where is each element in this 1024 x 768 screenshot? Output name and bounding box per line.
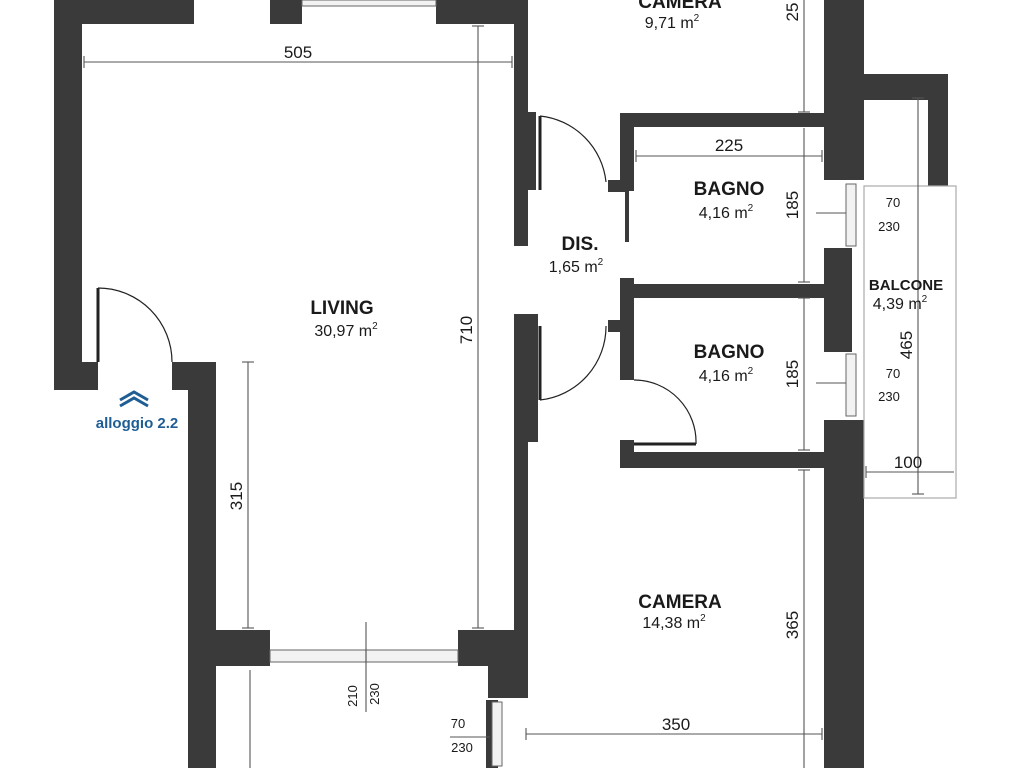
dim-window-camera-w: 70 — [451, 716, 465, 731]
wall-dis-jamb-2 — [514, 314, 538, 442]
dim-camera-bottom-depth: 365 — [783, 611, 802, 639]
door-living-dis[interactable] — [538, 115, 607, 190]
door-camera-dis[interactable] — [538, 325, 607, 401]
wall-balcony-east — [928, 74, 948, 186]
room-bagno-2-name: BAGNO — [694, 342, 765, 363]
wall-bagno-1-door-jamb — [608, 180, 626, 192]
dim-balcone-depth: 100 — [894, 453, 922, 472]
wall-south-right — [458, 630, 528, 666]
wall-north-2 — [270, 0, 302, 24]
wall-north-3 — [436, 0, 528, 24]
wall-living-east-upper — [514, 0, 528, 112]
dim-living-depth: 710 — [457, 316, 476, 344]
room-camera-top-name: CAMERA — [638, 0, 722, 13]
dim-window-bagno-1-h: 230 — [878, 219, 900, 234]
wall-bagno-1-west — [620, 113, 634, 191]
wall-south-left — [216, 630, 270, 666]
room-camera-bottom-area: 14,38 m2 — [642, 613, 706, 632]
wall-east-mid — [824, 248, 852, 352]
window-bagno-1 — [845, 183, 857, 247]
dim-camera-bottom-width: 350 — [662, 715, 690, 734]
wall-entry-stub — [54, 362, 98, 390]
dim-window-living-w: 210 — [345, 685, 360, 707]
room-balcone-area: 4,39 m2 — [873, 294, 928, 313]
wall-dis-jamb-1 — [514, 112, 536, 190]
wall-bagno-1-stub — [625, 190, 629, 242]
room-living-name: LIVING — [310, 298, 373, 319]
room-camera-bottom-name: CAMERA — [638, 592, 722, 613]
window-living-bottom — [269, 649, 459, 663]
dim-bagno-width: 225 — [715, 136, 743, 155]
dim-window-bagno-2-w: 70 — [886, 366, 900, 381]
dim-window-living-h: 230 — [367, 683, 382, 705]
door-entry[interactable] — [96, 287, 173, 363]
dimension-labels: 505 710 315 25 225 185 185 465 100 365 3… — [227, 3, 922, 755]
window-living-top — [301, 0, 437, 7]
brand-logo: alloggio 2.2 — [96, 390, 179, 432]
wall-north-1 — [54, 0, 194, 24]
wall-bagno-1-north — [620, 113, 826, 127]
room-dis: DIS. 1,65 m2 — [549, 234, 604, 276]
room-living-area: 30,97 m2 — [314, 321, 378, 340]
wall-living-west — [54, 0, 82, 390]
room-bagno-2-area: 4,16 m2 — [699, 366, 754, 385]
dim-living-width: 505 — [284, 43, 312, 62]
brand-label: alloggio 2.2 — [96, 415, 179, 432]
room-camera-bottom: CAMERA 14,38 m2 — [638, 592, 722, 632]
wall-dis-pier — [514, 190, 528, 246]
window-camera-bottom — [491, 701, 503, 767]
dim-window-bagno-2-h: 230 — [878, 389, 900, 404]
wall-bagno-divider — [620, 284, 826, 298]
dim-balcone-length: 465 — [897, 331, 916, 359]
wall-east-lower — [824, 420, 864, 768]
room-bagno-2: BAGNO 4,16 m2 — [694, 342, 765, 385]
room-bagno-1-name: BAGNO — [694, 179, 765, 200]
wall-living-west-lower — [188, 362, 216, 768]
dim-window-bagno-1-w: 70 — [886, 195, 900, 210]
room-dis-area: 1,65 m2 — [549, 257, 604, 276]
wall-east-top-ext — [848, 0, 864, 100]
room-camera-top-area: 9,71 m2 — [645, 13, 700, 32]
dimension-lines — [83, 0, 954, 768]
wall-south-stub — [488, 666, 528, 698]
dim-bagno-1-depth: 185 — [783, 191, 802, 219]
room-balcone: BALCONE 4,39 m2 — [869, 277, 943, 313]
wall-bagno-2-south — [620, 452, 826, 468]
dim-bagno-2-depth: 185 — [783, 360, 802, 388]
dim-living-lower: 315 — [227, 482, 246, 510]
wall-bagno-2-south-stub — [620, 440, 634, 466]
room-camera-top: CAMERA 9,71 m2 — [638, 0, 722, 32]
window-bagno-2 — [845, 353, 857, 417]
room-balcone-name: BALCONE — [869, 277, 943, 294]
wall-bagno-2-west — [620, 278, 634, 380]
wall-bagno-2-door-jamb — [608, 320, 626, 332]
room-living: LIVING 30,97 m2 — [310, 298, 378, 340]
balcony-outline — [863, 185, 957, 499]
windows — [269, 0, 957, 767]
dim-camera-top-depth: 25 — [783, 3, 802, 22]
room-bagno-1: BAGNO 4,16 m2 — [694, 179, 765, 222]
walls — [54, 0, 948, 768]
room-dis-name: DIS. — [562, 234, 599, 255]
door-bagno-2[interactable] — [633, 379, 697, 446]
roof-chevron-icon — [119, 390, 149, 408]
room-bagno-1-area: 4,16 m2 — [699, 203, 754, 222]
dim-window-camera-h: 230 — [451, 740, 473, 755]
doors — [96, 115, 697, 446]
